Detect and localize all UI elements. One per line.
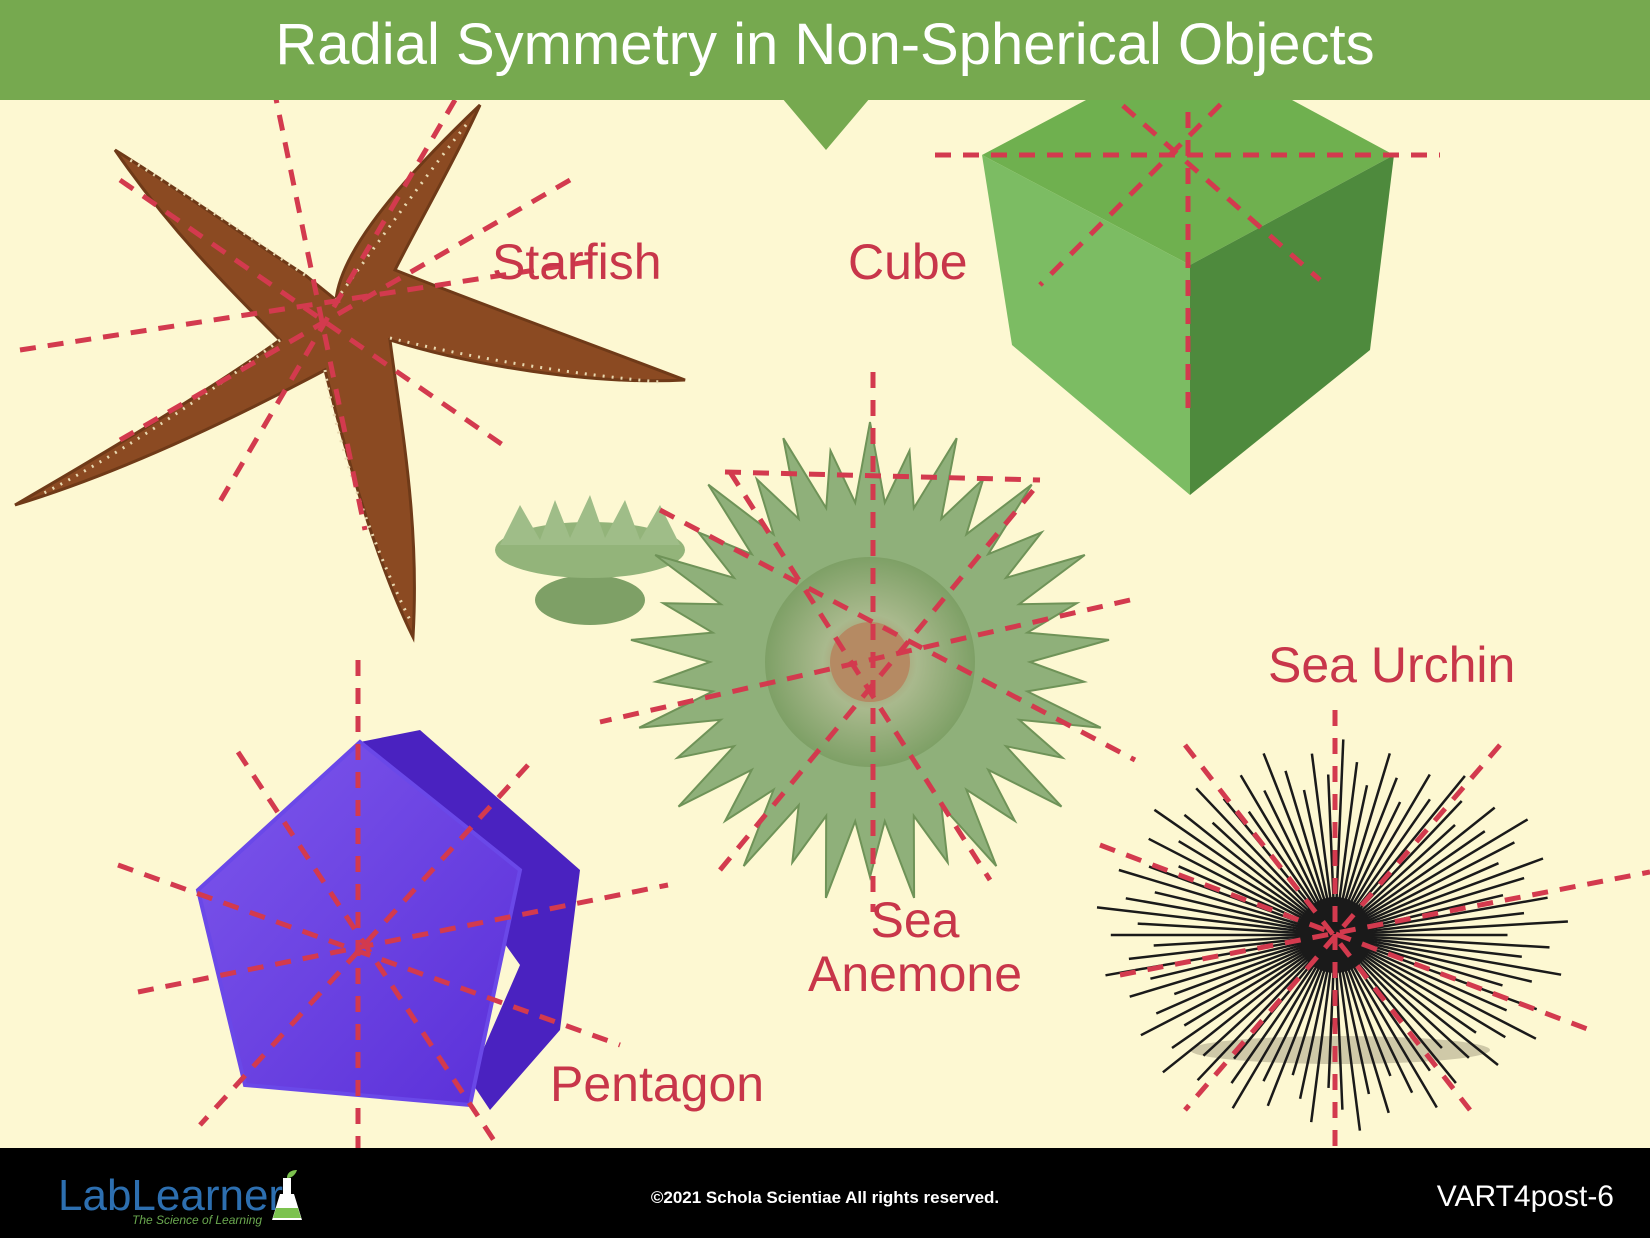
- lablearner-logo: LabLearner: [58, 1171, 284, 1220]
- slide-title: Radial Symmetry in Non-Spherical Objects: [275, 12, 1375, 77]
- sea-anemone-label-line1: Sea: [870, 892, 960, 948]
- title-bar: [0, 0, 1650, 100]
- copyright-notice: ©2021 Schola Scientiae All rights reserv…: [650, 1188, 1000, 1207]
- symmetry-lines: [19, 0, 1650, 1165]
- slide-id: VART4post-6: [1436, 1180, 1614, 1213]
- pentagon-label: Pentagon: [550, 1056, 765, 1112]
- side-anemone-image: [495, 495, 685, 625]
- sea-urchin-image: [1096, 739, 1568, 1131]
- sea-urchin-label: Sea Urchin: [1268, 637, 1516, 693]
- title-bar-pointer: [782, 98, 870, 150]
- urchin-spine: [1096, 906, 1336, 937]
- logo-tagline: The Science of Learning: [132, 1213, 263, 1227]
- starfish-label: Starfish: [492, 234, 662, 290]
- logo-flask-icon: [272, 1170, 302, 1220]
- sea-anemone-label-line2: Anemone: [807, 946, 1023, 1002]
- cube-label: Cube: [848, 234, 968, 290]
- footer-bar: [0, 1148, 1650, 1238]
- cube-image: [982, 45, 1394, 495]
- urchin-spine: [1334, 933, 1562, 976]
- urchin-spine: [1334, 920, 1568, 937]
- starfish-image: [14, 103, 686, 643]
